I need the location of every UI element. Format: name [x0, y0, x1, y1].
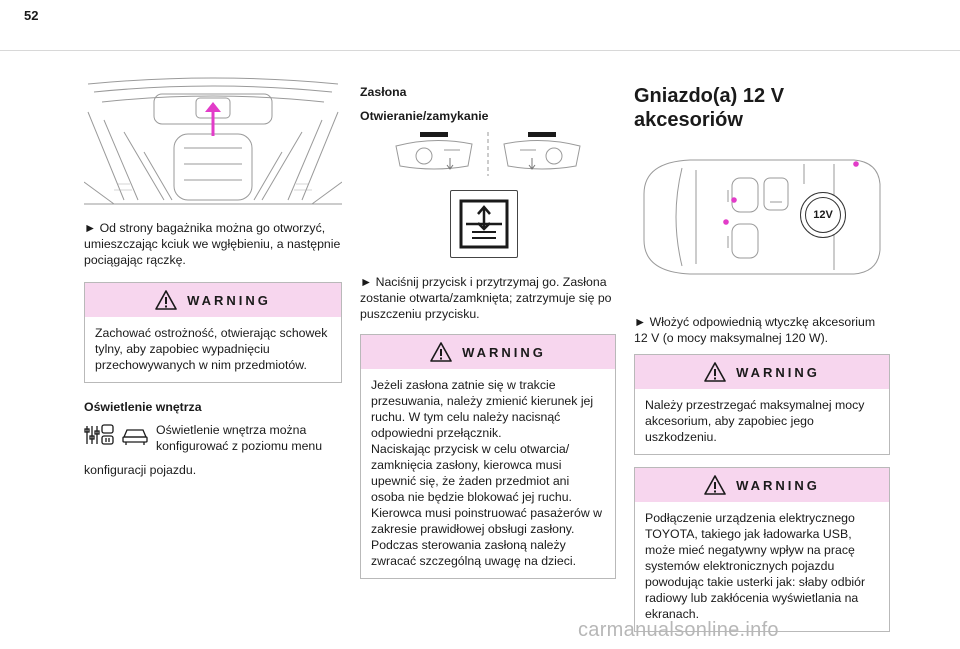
warning-triangle-icon: [704, 362, 726, 382]
warning-triangle-icon: [155, 290, 177, 310]
car-settings-icon: [122, 429, 148, 445]
warning-header: WARNING: [361, 335, 615, 369]
12v-socket-inner-ring: 12V: [805, 197, 841, 233]
socket-label: 12V: [813, 209, 833, 221]
12v-socket-icon: 12V: [800, 192, 846, 238]
warning-line: Kierowca musi poinstruować pasażerów w z…: [371, 506, 603, 536]
warning-text: Należy przestrzegać maksymalnej mocy akc…: [645, 398, 865, 444]
rear-storage-illustration: [84, 72, 342, 212]
warning-box-socket-devices: WARNING Podłączenie urządzenia elektrycz…: [634, 467, 890, 632]
lighting-text-a: Oświetlenie wnętrza można konfigurować z…: [156, 423, 323, 453]
warning-text: Podłączenie urządzenia elektrycznego TOY…: [645, 511, 866, 621]
warning-title: WARNING: [736, 364, 820, 380]
warning-title: WARNING: [462, 344, 546, 360]
blind-heading: Zasłona: [360, 85, 407, 99]
warning-title: WARNING: [736, 477, 820, 493]
warning-triangle-icon: [430, 342, 452, 362]
warning-box-storage: WARNING Zachować ostrożność, otwierając …: [84, 282, 342, 383]
blind-subheading: Otwieranie/zamykanie: [360, 109, 489, 123]
vehicle-top-view-illustration: 12V: [634, 154, 890, 280]
lighting-text-b: konfiguracji pojazdu.: [84, 463, 197, 477]
settings-menu-icon: [84, 424, 114, 445]
warning-line: Podczas sterowania zasłoną należy zwraca…: [371, 538, 577, 568]
blind-instruction: ► Naciśnij przycisk i przytrzymaj go. Za…: [360, 275, 612, 321]
column-left: ► Od strony bagażnika można go otworzyć,…: [84, 72, 342, 478]
page-number: 52: [24, 8, 39, 23]
warning-text: Zachować ostrożność, otwierając schowek …: [95, 326, 328, 372]
warning-header: WARNING: [85, 283, 341, 317]
warning-box-blind: WARNING Jeżeli zasłona zatnie się w trak…: [360, 334, 616, 579]
warning-text: Jeżeli zasłona zatnie się w trakcie prze…: [361, 369, 615, 578]
blind-button-icon: [450, 190, 518, 258]
lighting-block: Oświetlenie wnętrza można konfigurować z…: [84, 422, 342, 462]
socket-instruction: ► Włożyć odpowiednią wtyczkę akcesorium …: [634, 315, 876, 345]
warning-header: WARNING: [635, 355, 889, 389]
column-middle: Zasłona Otwieranie/zamykanie ► Nac: [360, 84, 616, 579]
header-rule: [0, 50, 960, 51]
warning-title: WARNING: [187, 292, 271, 308]
warning-triangle-icon: [704, 475, 726, 495]
warning-box-socket-power: WARNING Należy przestrzegać maksymalnej …: [634, 354, 890, 455]
lighting-icons: [84, 424, 148, 446]
socket-heading: Gniazdo(a) 12 V akcesoriów: [634, 85, 785, 131]
storage-instruction: ► Od strony bagażnika można go otworzyć,…: [84, 221, 341, 267]
warning-line: Naciskając przycisk w celu otwarcia/ zam…: [371, 442, 572, 504]
column-right: Gniazdo(a) 12 V akcesoriów 12V: [634, 84, 890, 632]
blind-switch-illustration: [360, 128, 616, 180]
watermark: carmanualsonline.info: [578, 619, 779, 641]
warning-header: WARNING: [635, 468, 889, 502]
warning-line: Jeżeli zasłona zatnie się w trakcie prze…: [371, 378, 594, 440]
lighting-heading: Oświetlenie wnętrza: [84, 400, 202, 414]
